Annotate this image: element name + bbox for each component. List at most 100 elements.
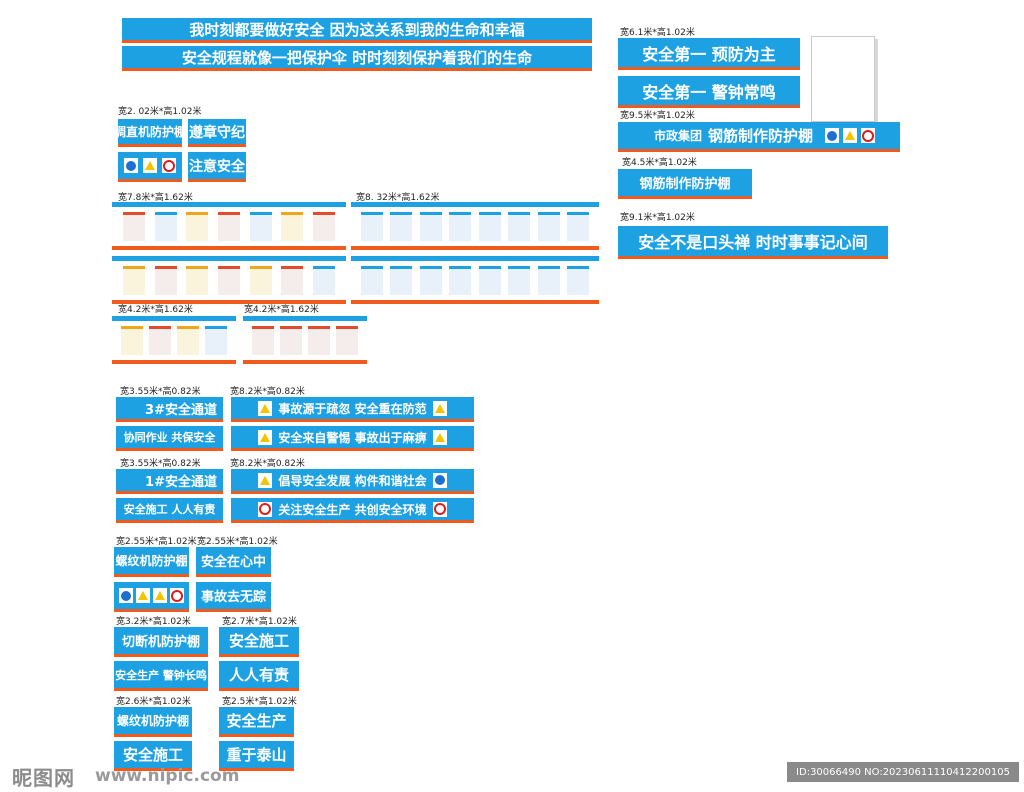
board-panel	[390, 212, 413, 241]
sign-luowen2: 螺纹机防护棚	[114, 707, 192, 737]
watermark-url: www.nipic.com	[95, 766, 240, 786]
sign-text: 事故去无踪	[200, 590, 266, 605]
banner-line-2: 安全规程就像一把保护伞 时时刻刻保护着我们的生命	[122, 46, 592, 71]
board-panel	[508, 212, 531, 241]
dim-label: 宽9.5米*高1.02米	[620, 111, 695, 121]
board-panel	[252, 326, 274, 355]
board-panel	[336, 326, 358, 355]
dim-label: 宽2.5米*高1.02米	[222, 697, 297, 707]
board-panel	[449, 212, 472, 241]
sign-yufang: 安全第一 预防为主	[618, 38, 800, 70]
sign-text: 安全施工	[228, 632, 289, 650]
sign-zhuyi: 注意安全	[188, 152, 246, 182]
board-panel	[186, 212, 209, 241]
board-5	[112, 316, 236, 364]
banner-line-1-text: 我时刻都要做好安全 因为这关系到我的生命和幸福	[189, 20, 525, 39]
board-panel	[508, 266, 531, 295]
sign-text: 螺纹机防护棚	[116, 714, 189, 728]
board-panel	[122, 212, 145, 241]
dim-label: 宽2.55米*高1.02米	[116, 537, 197, 547]
warning-triangle-icon	[142, 158, 157, 173]
sign-shigu1: 事故源于疏忽 安全重在防范	[231, 397, 474, 422]
board-panel	[205, 326, 227, 355]
sign-text: 调直机防护棚	[118, 125, 182, 139]
sign-gangjin2: 钢筋制作防护棚	[618, 169, 752, 199]
board-4	[351, 256, 599, 304]
sign-text: 1#安全通道	[145, 474, 217, 490]
board-panel	[537, 266, 560, 295]
board-panel	[121, 326, 143, 355]
board-panel	[419, 212, 442, 241]
board-panel	[449, 266, 472, 295]
sign-koutouchan: 安全不是口头禅 时时事事记心间	[618, 226, 888, 259]
warning-triangle-icon	[258, 429, 273, 445]
no-smoking-icon	[432, 501, 447, 517]
board-panel	[154, 212, 177, 241]
sign-changdao: 倡导安全发展 构件和谐社会	[231, 469, 474, 494]
dim-label: 宽3.55米*高0.82米	[120, 387, 201, 397]
dim-label: 宽9.1米*高1.02米	[620, 213, 695, 223]
sign-rrys1: 安全施工 人人有责	[116, 498, 223, 523]
watermark-brand: 昵图网	[12, 766, 75, 790]
helmet-icon	[118, 588, 133, 603]
sign-zunzhang: 遵章守纪	[188, 119, 246, 147]
sign-text: 钢筋制作防护棚	[639, 177, 731, 192]
sign-text: 安全在心中	[200, 555, 266, 570]
sign-text: 安全施工 人人有责	[123, 503, 216, 516]
sign-text: 安全生产	[226, 712, 287, 730]
dim-label: 宽4.2米*高1.62米	[118, 305, 193, 315]
warning-triangle-icon	[432, 400, 447, 416]
sign-qieduan: 切断机防护棚	[114, 627, 208, 657]
sign-text: 人人有责	[228, 666, 289, 684]
icon-strip-2	[114, 582, 189, 612]
sign-jingti: 安全来自警惕 事故出于麻痹	[231, 426, 474, 451]
dim-label: 宽4.5米*高1.02米	[622, 158, 697, 168]
board-panel	[537, 212, 560, 241]
helmet-icon	[123, 158, 138, 173]
sign-sgsg: 安全施工	[219, 627, 299, 657]
sign-text: 事故源于疏忽 安全重在防范	[278, 401, 427, 416]
icon-strip-1	[118, 152, 182, 182]
sign-text: 切断机防护棚	[121, 635, 200, 650]
sign-text: 3#安全通道	[145, 402, 217, 418]
board-panel	[478, 266, 501, 295]
sign-xietong: 协同作业 共保安全	[116, 426, 223, 451]
sign-text: 钢筋制作防护棚	[708, 127, 814, 145]
dim-label: 宽3.55米*高0.82米	[120, 459, 201, 469]
dim-label: 宽3.2米*高1.02米	[116, 617, 191, 627]
board-panel	[154, 266, 177, 295]
board-panel	[280, 326, 302, 355]
dim-label: 宽8. 32米*高1.62米	[356, 193, 440, 203]
sign-text: 安全不是口头禅 时时事事记心间	[638, 233, 868, 252]
sign-guanzhu: 关注安全生产 共创安全环境	[231, 498, 474, 523]
sign-scsc: 安全生产	[219, 707, 294, 737]
dim-label: 宽4.2米*高1.62米	[244, 305, 319, 315]
banner-line-2-text: 安全规程就像一把保护伞 时时刻刻保护着我们的生命	[181, 48, 533, 67]
sign-taishan: 重于泰山	[219, 741, 294, 771]
sign-gangjin1: 市政集团 钢筋制作防护棚	[618, 122, 900, 152]
sign-text: 遵章守纪	[189, 124, 245, 141]
board-1	[112, 202, 346, 250]
board-panel	[217, 266, 240, 295]
sign-tiaozhi: 调直机防护棚	[118, 119, 182, 147]
board-3	[112, 256, 346, 304]
board-panel	[308, 326, 330, 355]
dim-label: 宽8.2米*高0.82米	[230, 459, 305, 469]
sign-tongdao1: 1#安全通道	[116, 469, 223, 494]
dim-label: 宽7.8米*高1.62米	[118, 193, 193, 203]
board-panel	[177, 326, 199, 355]
no-smoking-icon	[258, 501, 273, 517]
sign-text: 倡导安全发展 构件和谐社会	[278, 473, 427, 488]
helmet-icon	[432, 472, 447, 488]
board-panel	[390, 266, 413, 295]
banner-line-1: 我时刻都要做好安全 因为这关系到我的生命和幸福	[122, 18, 592, 43]
board-panel	[281, 212, 304, 241]
sign-tongdao3: 3#安全通道	[116, 397, 223, 422]
board-panel	[249, 212, 272, 241]
sign-text: 螺纹机防护棚	[115, 554, 188, 568]
dim-label: 宽6.1米*高1.02米	[620, 28, 695, 38]
sign-luowen1: 螺纹机防护棚	[114, 547, 189, 577]
warning-triangle-icon	[135, 588, 150, 603]
no-smoking-icon	[162, 158, 177, 173]
board-panel	[186, 266, 209, 295]
